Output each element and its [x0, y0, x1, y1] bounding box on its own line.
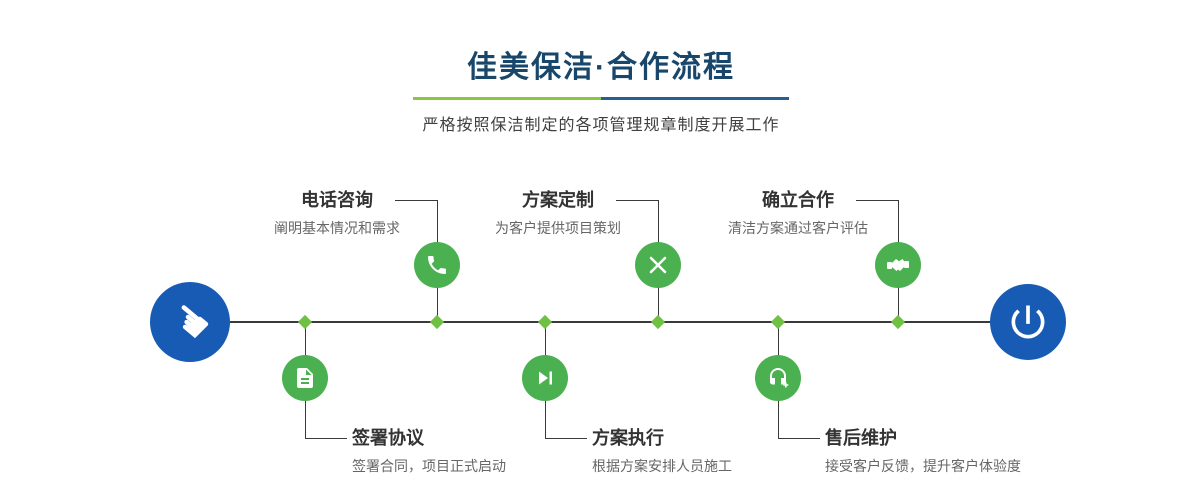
service-node [755, 355, 801, 401]
underline-blue-segment [601, 97, 789, 100]
page-title: 佳美保洁·合作流程 [467, 51, 735, 84]
step-title: 确立合作 [762, 190, 834, 210]
timeline-diamond [297, 314, 313, 330]
connector-horizontal-execute [545, 438, 587, 439]
step-desc: 阐明基本情况和需求 [274, 220, 400, 236]
contract-document-icon [297, 368, 313, 388]
step-label-cooperate: 确立合作 清洁方案通过客户评估 [708, 189, 888, 237]
step-desc: 为客户提供项目策划 [495, 220, 621, 236]
step-title: 方案执行 [592, 428, 664, 448]
step-desc: 接受客户反馈，提升客户体验度 [825, 458, 1021, 474]
connector-horizontal-sign [305, 438, 347, 439]
timeline-diamond [537, 314, 553, 330]
step-desc: 根据方案安排人员施工 [592, 458, 732, 474]
handshake-icon [887, 259, 909, 271]
timeline-diamond [770, 314, 786, 330]
play-next-icon [539, 371, 552, 385]
timeline-diamond [650, 314, 666, 330]
timeline [190, 321, 1030, 323]
power-icon [1011, 305, 1045, 339]
phone-icon [428, 256, 446, 274]
step-label-phone: 电话咨询 阐明基本情况和需求 [247, 189, 427, 237]
step-desc: 签署合同，项目正式启动 [352, 458, 506, 474]
connector-horizontal-phone [395, 200, 437, 201]
phone-node [414, 242, 460, 288]
step-label-execute: 方案执行 根据方案安排人员施工 [592, 427, 852, 475]
hand-pointer-icon: ☚ [158, 289, 222, 354]
timeline-diamond [890, 314, 906, 330]
design-node [635, 242, 681, 288]
sign-node [282, 355, 328, 401]
cooperate-node [875, 242, 921, 288]
step-label-design: 方案定制 为客户提供项目策划 [468, 189, 648, 237]
step-label-service: 售后维护 接受客户反馈，提升客户体验度 [825, 427, 1085, 475]
step-title: 售后维护 [825, 428, 897, 448]
step-label-sign: 签署协议 签署合同，项目正式启动 [352, 427, 612, 475]
page-subtitle: 严格按照保洁制定的各项管理规章制度开展工作 [422, 117, 780, 134]
execute-node [522, 355, 568, 401]
step-title: 电话咨询 [301, 190, 373, 210]
end-node [990, 284, 1066, 360]
underline-green-segment [413, 97, 601, 100]
step-desc: 清洁方案通过客户评估 [728, 220, 868, 236]
design-tools-icon [649, 256, 667, 274]
connector-horizontal-design [616, 200, 658, 201]
step-title: 签署协议 [352, 428, 424, 448]
step-title: 方案定制 [522, 190, 594, 210]
connector-horizontal-cooperate [856, 200, 898, 201]
start-node: ☚ [150, 282, 230, 362]
connector-horizontal-service [778, 438, 820, 439]
title-underline [413, 97, 789, 100]
timeline-diamond [429, 314, 445, 330]
headset-plus-icon [770, 368, 789, 388]
